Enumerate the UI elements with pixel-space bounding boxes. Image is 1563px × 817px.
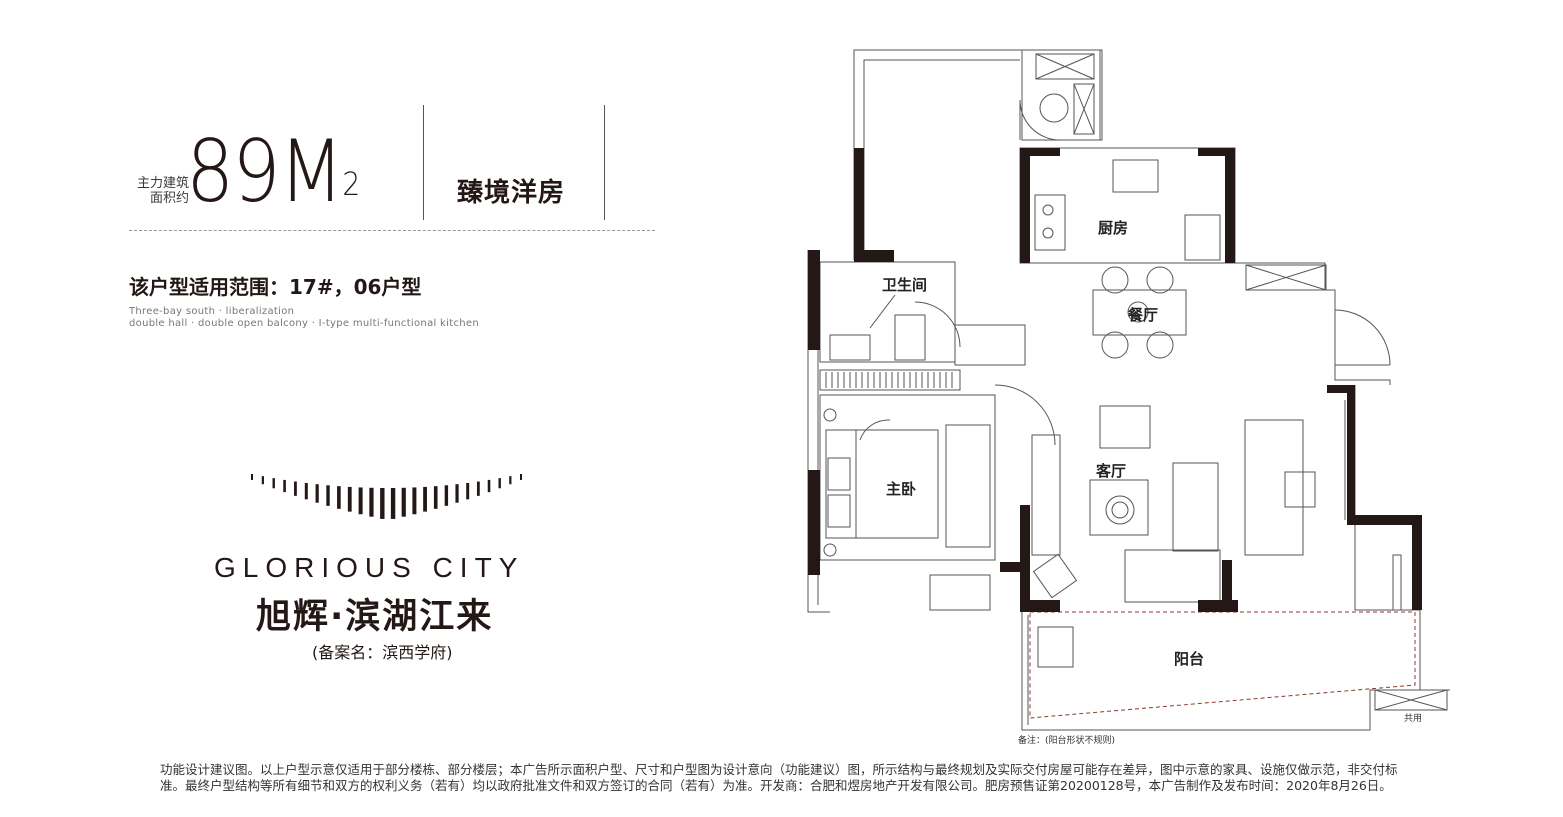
brand-english-name: GLORIOUS CITY xyxy=(214,552,525,583)
arc-bar xyxy=(337,486,341,509)
english-desc-line2: double hall · double open balcony · I-ty… xyxy=(129,318,479,329)
brand-logo-arc xyxy=(251,474,522,519)
walls xyxy=(808,148,1422,612)
room-label-balcony: 阳台 xyxy=(1174,650,1205,668)
product-title: 臻境洋房 xyxy=(457,178,566,208)
brand-chinese-name: 旭辉·滨湖江来 xyxy=(256,597,494,637)
room-label-bathroom: 卫生间 xyxy=(882,276,928,294)
arc-bars xyxy=(251,474,522,519)
divider-left xyxy=(423,105,424,220)
disclaimer-line2: 准。最终户型结构等所有细节和双方的权利义务（若有）均以政府批准文件和双方签订的合… xyxy=(160,778,1392,793)
scope-text: 该户型适用范围：17#，06户型 xyxy=(129,275,422,299)
arc-bar xyxy=(326,485,330,506)
arc-bar xyxy=(283,479,286,493)
top-outline xyxy=(853,49,1101,260)
room-label-living: 客厅 xyxy=(1096,462,1127,480)
arc-bar xyxy=(487,479,491,493)
area-value: 89M2 xyxy=(186,122,360,222)
room-label-kitchen: 厨房 xyxy=(1098,219,1129,237)
room-label-dining: 餐厅 xyxy=(1128,306,1159,324)
floorplan-note: 备注：(阳台形状不规则) xyxy=(1018,736,1116,746)
wardrobe-hangers xyxy=(825,372,953,388)
arc-bar xyxy=(423,486,427,512)
arc-bar xyxy=(444,485,449,506)
english-desc-line1: Three-bay south · liberalization xyxy=(129,306,295,317)
arc-bar xyxy=(412,487,417,515)
brand-record-name: (备案名：滨西学府) xyxy=(312,643,453,662)
arc-bar xyxy=(251,474,253,480)
arc-bar xyxy=(520,474,522,480)
arc-bar xyxy=(315,484,319,503)
area-label: 主力建筑 面积约 xyxy=(129,176,189,206)
area-label-line2: 面积约 xyxy=(149,191,189,206)
area-number: 89M xyxy=(186,122,344,222)
arc-bar xyxy=(390,487,396,519)
floor-plan xyxy=(807,49,1450,731)
area-label-line1: 主力建筑 xyxy=(136,176,189,191)
arc-bar xyxy=(466,482,470,500)
arc-bar xyxy=(498,478,501,489)
area-unit-superscript: 2 xyxy=(342,165,360,203)
arc-bar xyxy=(509,476,512,485)
balcony-boundary xyxy=(1029,611,1416,719)
arc-bar xyxy=(476,481,480,496)
arc-bar xyxy=(272,478,275,489)
arc-bar xyxy=(455,484,459,503)
arc-bar xyxy=(347,486,352,512)
arc-bar xyxy=(401,487,406,517)
dashed-divider xyxy=(129,230,655,231)
arc-bar xyxy=(294,481,297,496)
room-label-master-bedroom: 主卧 xyxy=(886,480,917,498)
arc-bar xyxy=(369,487,374,517)
disclaimer: 功能设计建议图。以上户型示意仅适用于部分楼栋、部分楼层；本广告所示面积户型、尺寸… xyxy=(160,762,1410,794)
arc-bar xyxy=(304,482,308,500)
room-label-shared: 共用 xyxy=(1404,714,1423,724)
disclaimer-line1: 功能设计建议图。以上户型示意仅适用于部分楼栋、部分楼层；本广告所示面积户型、尺寸… xyxy=(160,762,1398,777)
arc-bar xyxy=(380,487,385,519)
divider-right xyxy=(604,105,605,220)
arc-bar xyxy=(261,476,264,485)
arc-bar xyxy=(433,486,438,509)
arc-bar xyxy=(358,487,363,515)
